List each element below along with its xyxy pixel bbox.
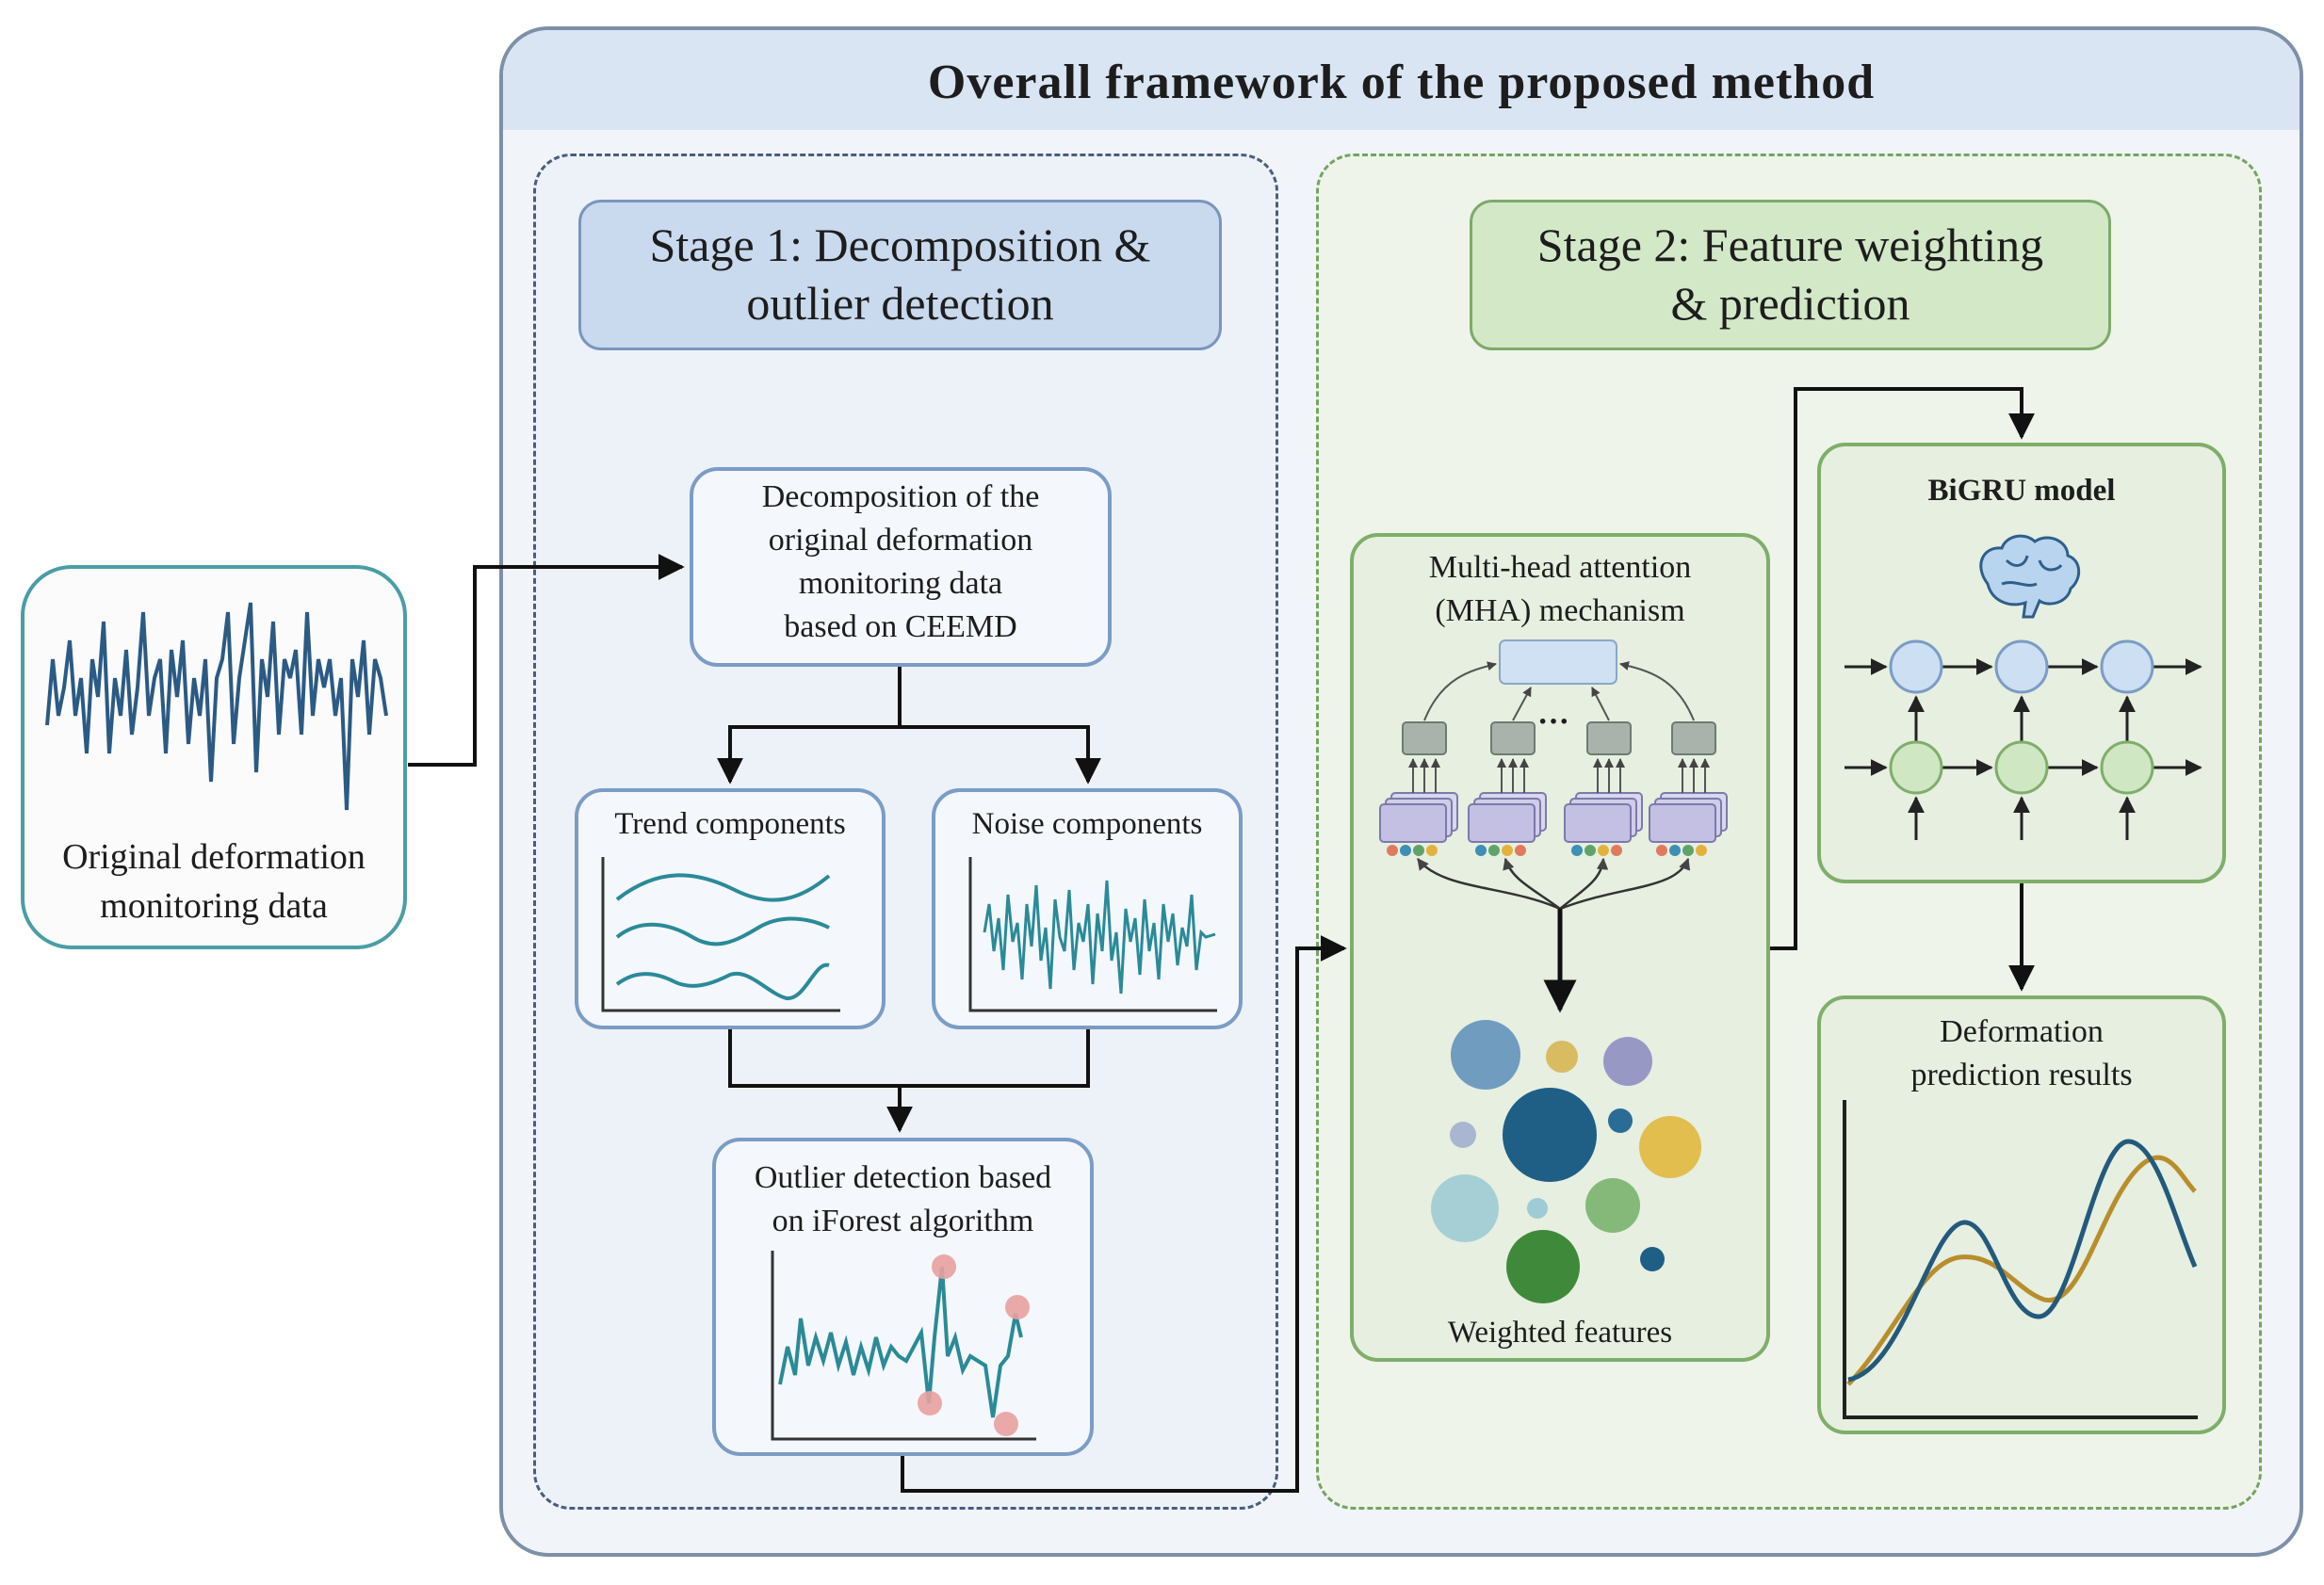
brain-icon [1979,534,2081,619]
mha-line1: Multi-head attention [1428,550,1692,585]
outlier-marker-3 [1005,1295,1030,1319]
weighted-feature-bubbles [1431,1020,1701,1303]
mha-head-4 [1671,721,1716,755]
trend-wave-2 [615,916,830,946]
original-data-label-line2: monitoring data [100,886,328,926]
original-signal-line [45,602,388,811]
iforest-line2: on iForest algorithm [772,1204,1034,1238]
framework-title: Overall framework of the proposed method [927,56,1876,109]
results-line1: Deformation [1940,1014,2104,1049]
mha-input-arrows [1417,857,1691,911]
arrow-original-to-ceemd [408,554,685,767]
connector-noise-merge [900,1029,1090,1088]
stage1-header-line2: outlier detection [746,277,1054,330]
trend-box [575,788,886,1029]
arrow-to-noise [900,725,1101,784]
original-data-label: Original deformation monitoring data [21,833,407,930]
stage1-header-line1: Stage 1: Decomposition & [649,218,1151,271]
mha-head-2 [1490,721,1536,755]
iforest-text: Outlier detection based on iForest algor… [712,1156,1094,1243]
mha-stack-arrows [1408,758,1710,793]
stage2-header: Stage 2: Feature weighting & prediction [1470,200,2111,350]
mha-output-block [1499,639,1617,685]
trend-axes [601,857,840,1012]
mha-token-dots [1387,845,1707,856]
results-box [1817,995,2226,1434]
bigru-title: BiGRU model [1927,474,2116,508]
iforest-box [712,1138,1094,1456]
stage1-header: Stage 1: Decomposition & outlier detecti… [578,200,1222,350]
iforest-signal [778,1266,1023,1418]
framework-header-band [503,30,2300,130]
trend-wave-3 [615,962,830,1000]
stage2-header-line2: & prediction [1670,277,1910,330]
ceemd-line1: Decomposition of the [761,479,1040,514]
mha-head-arrows [1423,661,1695,721]
prediction-curve-blue [1847,1139,2198,1383]
connector-trend-merge [728,1029,900,1088]
mha-head-3 [1586,721,1632,755]
noise-title: Noise components [971,807,1203,841]
mha-line2: (MHA) mechanism [1435,593,1685,628]
weighted-features-label: Weighted features [1447,1316,1673,1350]
outlier-marker-2 [918,1391,942,1415]
ceemd-line4: based on CEEMD [784,609,1017,644]
mha-heads [1402,721,1716,755]
mha-head-1 [1402,721,1447,755]
mha-ellipsis: ··· [1537,704,1570,739]
ceemd-box [690,467,1112,667]
ceemd-line2: original deformation [768,523,1033,558]
noise-signal [983,880,1216,995]
ceemd-text: Decomposition of the original deformatio… [690,476,1112,649]
ceemd-line3: monitoring data [798,566,1003,601]
arrow-mha-to-bigru [1770,387,2035,950]
arrow-stage1-to-mha [901,935,1347,1493]
outlier-marker-4 [994,1412,1018,1436]
results-axes [1843,1100,2198,1419]
prediction-curve-gold [1846,1155,2197,1386]
results-title: Deformation prediction results [1817,1011,2226,1097]
iforest-axes [771,1251,1036,1441]
arrow-to-trend [717,725,900,784]
iforest-line1: Outlier detection based [754,1160,1052,1195]
original-data-label-line1: Original deformation [62,837,366,877]
mha-value-stacks [1379,792,1728,843]
stage2-header-line1: Stage 2: Feature weighting [1536,218,2044,271]
noise-axes [968,857,1217,1012]
results-line2: prediction results [1910,1058,2133,1092]
trend-wave-1 [615,873,831,902]
bigru-network [1845,639,2202,840]
outlier-marker-1 [932,1254,956,1279]
trend-title: Trend components [614,807,846,841]
mha-title: Multi-head attention (MHA) mechanism [1350,546,1770,633]
